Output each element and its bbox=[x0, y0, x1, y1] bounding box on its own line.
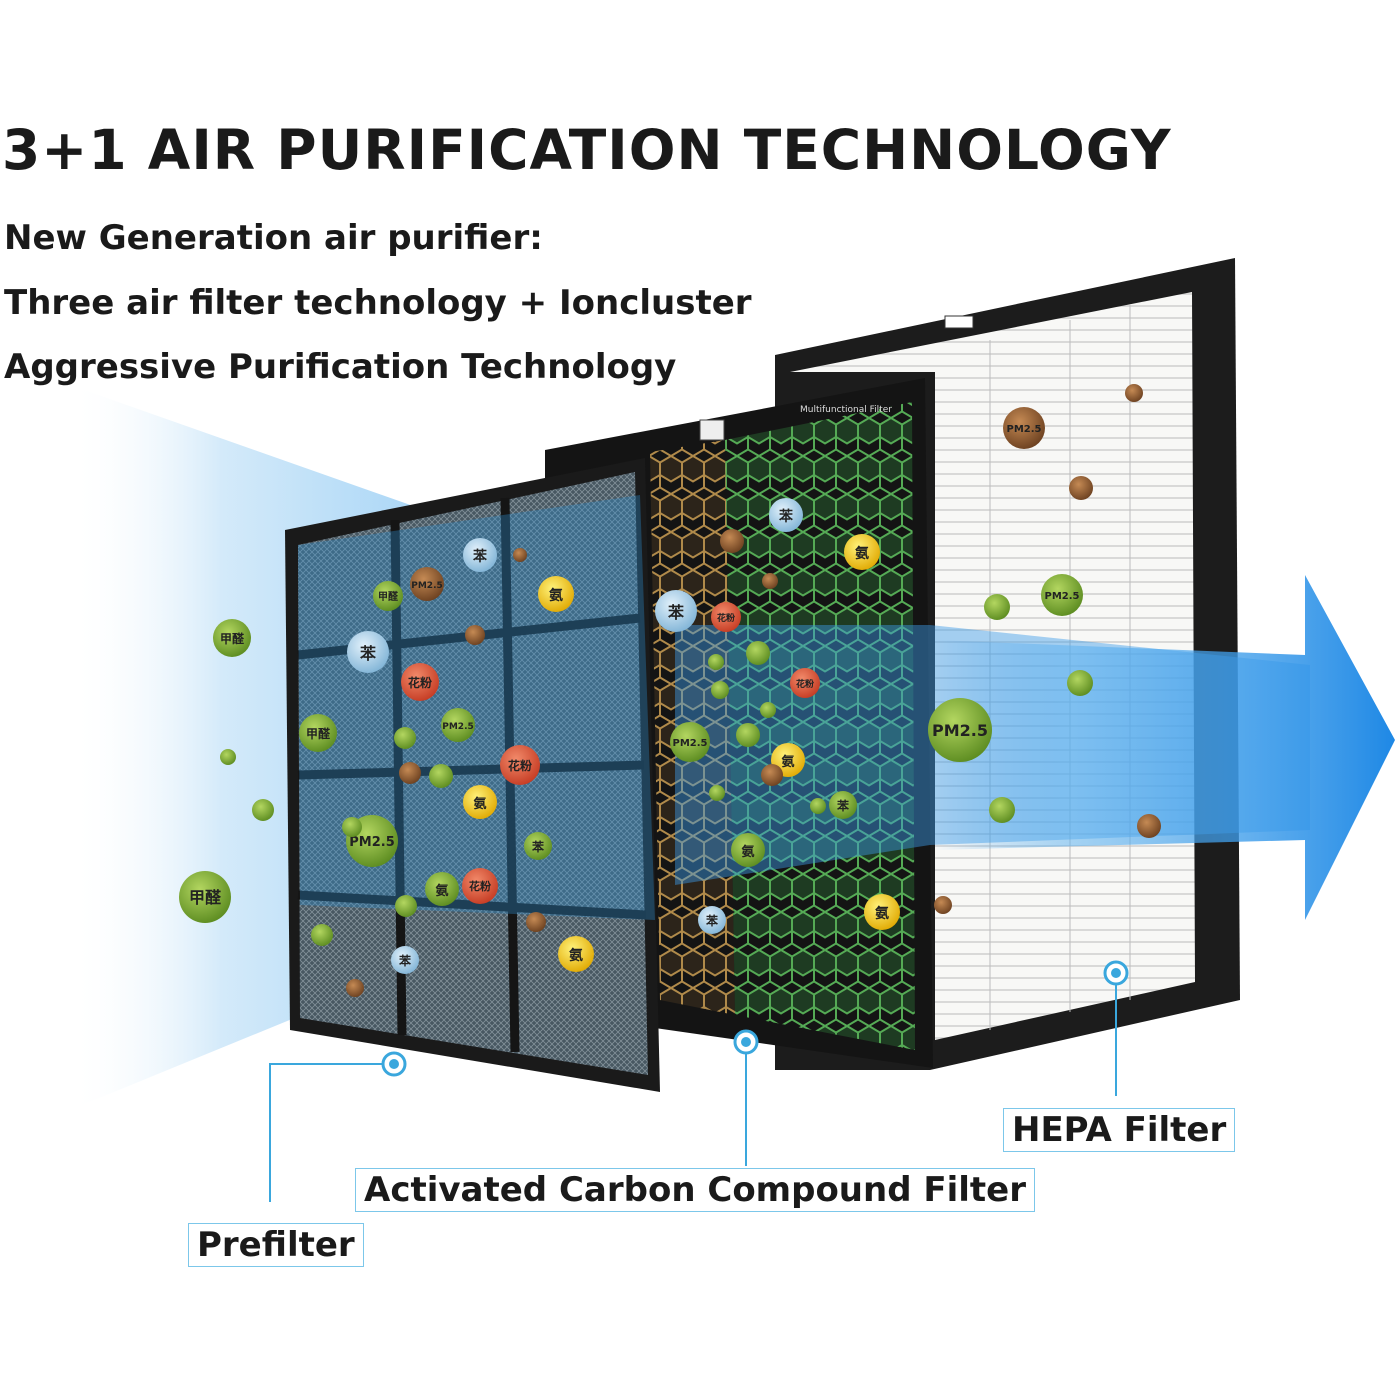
particle-ammonia: 氨 bbox=[463, 785, 497, 819]
clean-air-arrow bbox=[935, 575, 1395, 920]
particle-small-green bbox=[342, 594, 1093, 917]
label-leaders bbox=[269, 960, 1129, 1202]
particle-ammonia: 氨 bbox=[844, 534, 880, 570]
svg-text:PM2.5: PM2.5 bbox=[932, 721, 988, 740]
svg-text:PM2.5: PM2.5 bbox=[442, 722, 474, 732]
particle-pollen: 花粉 bbox=[500, 745, 540, 785]
particle-benzene: 苯 bbox=[391, 946, 419, 974]
particle-small bbox=[220, 749, 236, 765]
particle-ammonia: 氨 bbox=[425, 872, 459, 906]
particle-pm25: PM2.5 bbox=[410, 567, 444, 601]
svg-text:花粉: 花粉 bbox=[508, 758, 532, 773]
svg-text:花粉: 花粉 bbox=[717, 612, 735, 624]
pollutant-particles: 甲醛 甲醛 甲醛 甲醛 PM2.5 PM2.5 PM2.5 PM2.5 PM2.… bbox=[179, 384, 1161, 997]
particle-small bbox=[311, 924, 333, 946]
particle-benzene: 苯 bbox=[463, 538, 497, 572]
carbon-header-text: Multifunctional Filter bbox=[800, 405, 892, 415]
svg-text:氨: 氨 bbox=[569, 947, 583, 964]
particle-benzene: 苯 bbox=[347, 631, 389, 673]
particle-pm25: PM2.5 bbox=[928, 698, 992, 762]
subtitle-line-1: New Generation air purifier: bbox=[4, 218, 543, 258]
particle-pm25: PM2.5 bbox=[670, 722, 710, 762]
particle-pollen: 花粉 bbox=[711, 602, 741, 632]
particle-pm25: PM2.5 bbox=[1003, 407, 1045, 449]
svg-text:PM2.5: PM2.5 bbox=[1045, 591, 1080, 602]
subtitle-line-2: Three air filter technology + Ioncluster bbox=[4, 283, 752, 323]
svg-text:氨: 氨 bbox=[549, 587, 563, 604]
svg-text:花粉: 花粉 bbox=[469, 879, 491, 893]
svg-text:苯: 苯 bbox=[778, 508, 794, 525]
svg-text:甲醛: 甲醛 bbox=[189, 888, 222, 907]
svg-text:PM2.5: PM2.5 bbox=[349, 835, 395, 850]
particle-formaldehyde: 甲醛 bbox=[179, 871, 231, 923]
particle-pollen: 花粉 bbox=[401, 663, 439, 701]
svg-text:花粉: 花粉 bbox=[408, 675, 432, 690]
particle-pm25: PM2.5 bbox=[1041, 574, 1083, 616]
hepa-filter-label: HEPA Filter bbox=[1003, 1108, 1236, 1152]
svg-text:氨: 氨 bbox=[780, 754, 794, 770]
svg-text:氨: 氨 bbox=[855, 545, 869, 562]
svg-text:甲醛: 甲醛 bbox=[306, 726, 331, 741]
svg-text:PM2.5: PM2.5 bbox=[1007, 424, 1042, 435]
particle-pollen: 花粉 bbox=[462, 868, 498, 904]
particle-benzene: 苯 bbox=[698, 906, 726, 934]
prefilter-leader bbox=[269, 1063, 394, 1202]
particle-benzene: 苯 bbox=[655, 590, 697, 632]
headline: 3+1 AIR PURIFICATION TECHNOLOGY bbox=[2, 118, 1172, 182]
svg-text:花粉: 花粉 bbox=[796, 678, 814, 690]
particle-ammonia: 氨 bbox=[864, 894, 900, 930]
svg-text:PM2.5: PM2.5 bbox=[673, 738, 708, 749]
particle-ammonia: 氨 bbox=[558, 936, 594, 972]
svg-text:苯: 苯 bbox=[705, 913, 719, 928]
svg-text:PM2.5: PM2.5 bbox=[411, 581, 443, 591]
particle-benzene: 苯 bbox=[524, 832, 552, 860]
particle-ammonia: 氨 bbox=[538, 576, 574, 612]
svg-text:苯: 苯 bbox=[398, 953, 412, 968]
particle-benzene: 苯 bbox=[769, 498, 803, 532]
prefilter-label: Prefilter bbox=[188, 1223, 364, 1267]
svg-text:甲醛: 甲醛 bbox=[378, 590, 399, 603]
svg-text:苯: 苯 bbox=[359, 644, 377, 663]
svg-text:苯: 苯 bbox=[667, 603, 685, 622]
particle-pollen: 花粉 bbox=[790, 668, 820, 698]
particle-ammonia: 氨 bbox=[731, 833, 765, 867]
svg-text:苯: 苯 bbox=[531, 839, 545, 854]
particle-small-pm bbox=[346, 384, 1161, 997]
svg-text:苯: 苯 bbox=[836, 798, 850, 813]
svg-text:氨: 氨 bbox=[740, 844, 754, 860]
particle-benzene: 苯 bbox=[829, 791, 857, 819]
carbon-filter-label: Activated Carbon Compound Filter bbox=[355, 1168, 1036, 1212]
particle-small bbox=[252, 799, 274, 821]
svg-text:苯: 苯 bbox=[472, 548, 488, 565]
svg-text:氨: 氨 bbox=[434, 883, 448, 899]
particle-formaldehyde: 甲醛 bbox=[213, 619, 251, 657]
particle-formaldehyde: 甲醛 bbox=[299, 714, 337, 752]
svg-text:氨: 氨 bbox=[472, 796, 486, 812]
subtitle-line-3: Aggressive Purification Technology bbox=[4, 347, 677, 387]
svg-text:氨: 氨 bbox=[875, 905, 889, 922]
particle-formaldehyde: 甲醛 bbox=[373, 581, 403, 611]
svg-text:甲醛: 甲醛 bbox=[220, 631, 245, 646]
particle-pm25: PM2.5 bbox=[441, 708, 475, 742]
